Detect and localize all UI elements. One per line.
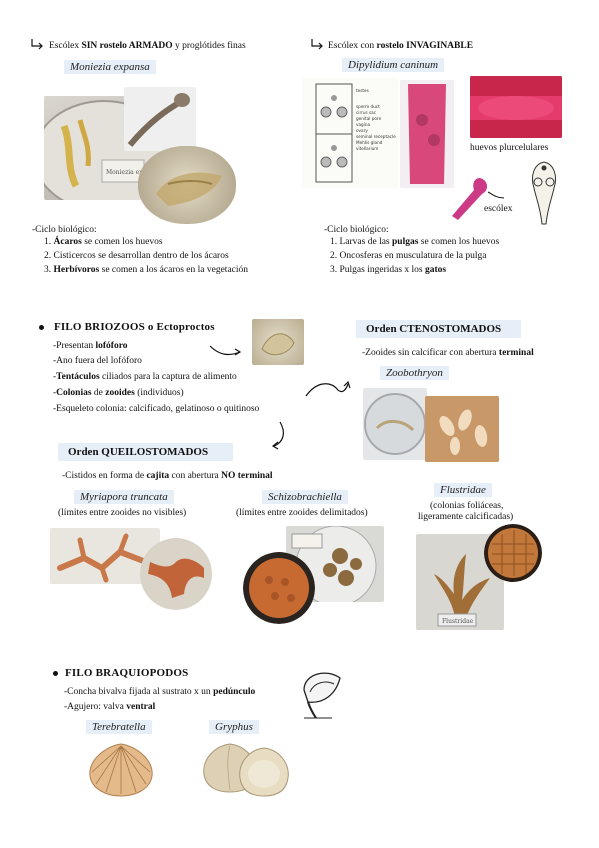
- scolex-label: escólex: [484, 204, 513, 214]
- scolex-drawing: [524, 158, 564, 228]
- briozoos-line-1: -Presentan lofóforo: [53, 341, 128, 351]
- bullet-icon: [39, 325, 44, 330]
- diagram-label: genital pore: [356, 116, 382, 121]
- zoobothryon-jar-photo: [363, 388, 427, 460]
- species-tag-terebratella: Terebratella: [86, 720, 152, 734]
- proglottid-stained-photo: [400, 80, 454, 188]
- flustridae-note-1: (colonias foliáceas,: [430, 501, 504, 511]
- queilostomados-line: -Cistidos en forma de cajita con abertur…: [62, 471, 273, 481]
- myriapora-note: (límites entre zooides no visibles): [58, 508, 187, 518]
- order-ctenostomados: Orden CTENOSTOMADOS: [356, 320, 521, 338]
- species-tag-gryphus: Gryphus: [209, 720, 259, 734]
- flustridae-photo-label: Flustridae: [442, 618, 474, 625]
- moniezia-cycle-title: -Ciclo biológico:: [32, 225, 97, 235]
- braquiopodos-line-1: -Concha bivalva fijada al sustrato x un …: [64, 687, 256, 697]
- moniezia-cycle-2: 2. Cisticercos se desarrollan dentro de …: [44, 251, 229, 261]
- moniezia-cycle-1: 1. Ácaros se comen los huevos: [44, 237, 163, 247]
- moniezia-microscope-photo: [138, 146, 236, 224]
- diagram-label: Mehlis gland: [356, 140, 383, 145]
- proglottid-diagram: testes sperm duct cirrus sac genital por…: [302, 78, 398, 188]
- diagram-label: vitellarium: [356, 146, 378, 151]
- brachiopod-diagram: [296, 664, 348, 720]
- curved-arrow-icon: [208, 342, 244, 358]
- terebratella-shell-photo: [84, 740, 158, 798]
- briozoos-line-5: -Esqueleto colonia: calcificado, gelatin…: [53, 404, 260, 414]
- schizobrachiella-note: (límites entre zooides delimitados): [236, 508, 368, 518]
- dipylidium-cycle-1: 1. Larvas de las pulgas se comen los hue…: [330, 237, 500, 247]
- species-tag-dipylidium: Dipylidium caninum: [342, 58, 445, 72]
- moniezia-jar-label: Moniezia expansa: [106, 169, 161, 176]
- dipylidium-cycle-title: -Ciclo biológico:: [324, 225, 389, 235]
- briozoos-line-2: -Ano fuera del lofóforo: [53, 356, 142, 366]
- briozoos-line-3: -Tentáculos ciliados para la captura de …: [53, 372, 237, 382]
- moniezia-scolex-photo: [124, 87, 196, 151]
- species-tag-schizobrachiella: Schizobrachiella: [262, 490, 348, 504]
- diagram-label: sperm duct: [356, 104, 380, 109]
- ctenostomados-line: -Zooides sin calcificar con abertura ter…: [362, 348, 534, 358]
- gryphus-shell-2-photo: [236, 746, 292, 798]
- braquiopodos-title: FILO BRAQUIOPODOS: [65, 667, 189, 679]
- curved-arrow-icon: [304, 378, 352, 400]
- species-tag-zoobothryon: Zoobothryon: [380, 366, 449, 380]
- eggs-photo: [470, 76, 562, 138]
- zoobothryon-micro-photo: [425, 396, 499, 462]
- myriapora-micro-photo: [140, 538, 212, 610]
- bullet-icon: [53, 671, 58, 676]
- diagram-label: ovary: [356, 128, 368, 133]
- dipylidium-heading: Escólex con rostelo INVAGINABLE: [328, 41, 474, 51]
- diagram-label: testes: [356, 88, 369, 93]
- diagram-label: vagina: [356, 122, 371, 127]
- curved-arrow-icon: [266, 420, 288, 450]
- scolex-pointer-icon: [486, 190, 506, 200]
- arrow-icon: [30, 38, 44, 50]
- braquiopodos-line-2: -Agujero: valva ventral: [64, 702, 156, 712]
- species-tag-flustridae: Flustridae: [434, 483, 492, 497]
- diagram-label: seminal receptacle: [356, 134, 396, 139]
- bryozoan-colony-photo: [252, 319, 304, 365]
- dipylidium-cycle-2: 2. Oncosferas en musculatura de la pulga: [330, 251, 487, 261]
- diagram-label: cirrus sac: [356, 110, 377, 115]
- moniezia-cycle-3: 3. Herbívoros se comen a los ácaros en l…: [44, 265, 249, 275]
- flustridae-micro-photo: [484, 524, 542, 582]
- scolex-photo: [448, 174, 494, 224]
- briozoos-title: FILO BRIOZOOS o Ectoproctos: [54, 321, 215, 333]
- arrow-icon: [310, 38, 324, 50]
- flustridae-note-2: ligeramente calcificadas): [418, 512, 514, 522]
- species-tag-moniezia: Moniezia expansa: [64, 60, 156, 74]
- species-tag-myriapora: Myriapora truncata: [74, 490, 174, 504]
- schizobrachiella-micro-photo: [243, 552, 315, 624]
- flustridae-specimen-photo: Flustridae: [416, 534, 504, 630]
- dipylidium-cycle-3: 3. Pulgas ingeridas x los gatos: [330, 265, 447, 275]
- order-queilostomados: Orden QUEILOSTOMADOS: [58, 443, 233, 461]
- briozoos-line-4: -Colonias de zooides (individuos): [53, 388, 184, 398]
- eggs-label: huevos plurcelulares: [470, 143, 549, 153]
- moniezia-heading: Escólex SIN rostelo ARMADO y proglótides…: [49, 41, 246, 51]
